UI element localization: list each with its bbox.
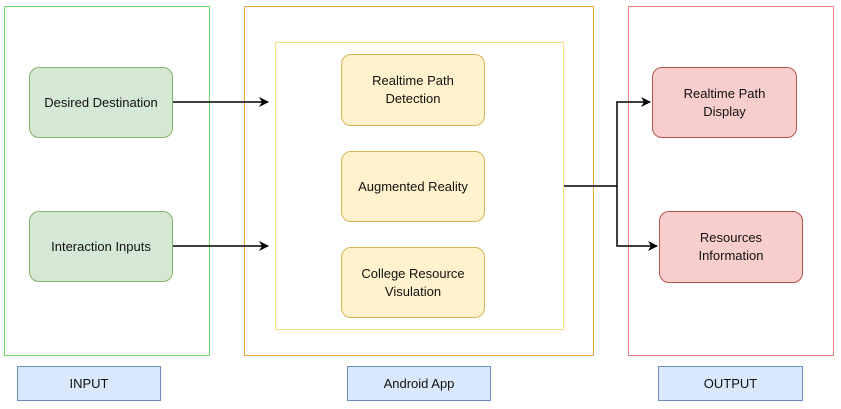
college-resource-visulation-node: College Resource Visulation bbox=[341, 247, 485, 318]
desired-destination-node: Desired Destination bbox=[29, 67, 173, 138]
input-frame bbox=[4, 6, 210, 356]
input-label: INPUT bbox=[17, 366, 161, 401]
output-label: OUTPUT bbox=[658, 366, 803, 401]
interaction-inputs-node: Interaction Inputs bbox=[29, 211, 173, 282]
realtime-path-detection-node: Realtime Path Detection bbox=[341, 54, 485, 126]
resources-information-node: Resources Information bbox=[659, 211, 803, 283]
output-frame bbox=[628, 6, 834, 356]
android-app-label: Android App bbox=[347, 366, 491, 401]
realtime-path-display-node: Realtime Path Display bbox=[652, 67, 797, 138]
augmented-reality-node: Augmented Reality bbox=[341, 151, 485, 222]
android-app-inner-frame bbox=[275, 42, 564, 330]
